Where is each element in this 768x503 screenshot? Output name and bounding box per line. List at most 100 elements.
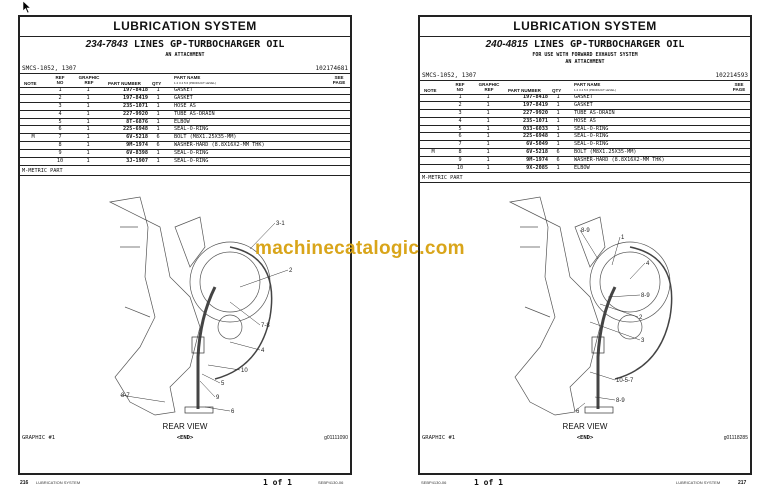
footer-page-number: 216 xyxy=(20,480,29,486)
turbocharger-inner xyxy=(599,251,661,313)
graphic-ref-cell: 1 xyxy=(86,102,90,109)
header-graphic-line1: GRAPHIC xyxy=(78,75,100,80)
group-title: 240-4815 LINES GP-TURBOCHARGER OIL xyxy=(420,39,750,50)
table-row[interactable]: 1 1 197-8418 1 GASKET xyxy=(20,87,350,95)
table-row[interactable]: 7 1 6V-5049 1 SEAL-O-RING xyxy=(420,141,750,150)
table-row[interactable]: 9 1 9M-1974 6 WASHER-HARD (8.8X16X2-MM T… xyxy=(420,157,750,166)
graphic-ref-cell: 1 xyxy=(486,165,490,172)
graphic-ref-cell: 1 xyxy=(486,125,490,132)
qty-cell: 1 xyxy=(556,101,560,108)
table-row[interactable]: 3 1 235-1071 1 HOSE AS xyxy=(20,103,350,111)
ref-no-cell: 3 xyxy=(58,102,62,109)
part-number-cell: 225-6948 xyxy=(123,126,148,133)
table-row[interactable]: 3 1 227-9920 1 TUBE AS-DRAIN xyxy=(420,110,750,118)
smcs-code: SMCS-1052, 1307 xyxy=(22,65,77,72)
table-row[interactable]: M 8 1 6V-5218 6 BOLT (M8X1.25X35-MM) xyxy=(420,149,750,158)
turbocharger-housing xyxy=(589,241,671,323)
graphic-ref-cell: 1 xyxy=(486,101,490,108)
flange xyxy=(184,406,214,414)
table-row[interactable]: 9 1 6V-8398 1 SEAL-O-RING xyxy=(20,150,350,159)
table-row[interactable]: M 7 1 6V-5218 6 BOLT (M8X1.25X35-MM) xyxy=(20,134,350,143)
callout-label: 4 xyxy=(261,348,265,354)
qty-cell: 1 xyxy=(556,94,560,100)
callout-leader xyxy=(119,394,166,403)
table-row[interactable]: 2 1 197-8419 1 GASKET xyxy=(420,102,750,110)
part-name-cell: SEAL-O-RING xyxy=(574,133,609,140)
gear-cover xyxy=(617,314,643,340)
graphic-label: GRAPHIC #1 xyxy=(422,435,456,441)
header-note: NOTE xyxy=(424,88,437,93)
part-number-cell: 6V-5218 xyxy=(126,134,148,141)
table-row[interactable]: 8 1 9M-1974 6 WASHER-HARD (8.8X16X2-MM T… xyxy=(20,142,350,151)
callout-leader xyxy=(229,301,261,326)
engine-detail-lines xyxy=(120,226,151,318)
header-ref-line2: NO xyxy=(56,80,64,85)
callout-label: 5 xyxy=(221,381,225,387)
footer-section: LUBRICATION SYSTEM xyxy=(36,480,81,485)
header-see-line2: PAGE xyxy=(732,87,746,92)
callout-leader xyxy=(229,341,261,351)
divider xyxy=(420,182,750,183)
qty-cell: 1 xyxy=(556,125,560,132)
header-note: NOTE xyxy=(24,81,37,86)
part-number-cell: 235-1071 xyxy=(523,117,548,124)
graphic-ref-cell: 1 xyxy=(486,149,490,156)
qty-cell: 1 xyxy=(156,87,160,93)
qty-cell: 1 xyxy=(556,133,560,140)
graphic-ref-cell: 1 xyxy=(486,133,490,140)
header-graphic-line2: REF xyxy=(484,87,494,92)
qty-cell: 1 xyxy=(156,158,160,165)
ref-no-cell: 1 xyxy=(58,87,62,93)
part-number-cell: 197-8419 xyxy=(123,94,148,101)
graphic-ref-cell: 1 xyxy=(86,94,90,101)
oil-hose xyxy=(214,246,273,380)
table-row[interactable]: 2 1 197-8419 1 GASKET xyxy=(20,95,350,103)
table-row[interactable]: 6 1 225-6948 1 SEAL-O-RING xyxy=(420,133,750,142)
engine-block-outline xyxy=(508,196,601,416)
callout-leader xyxy=(594,396,616,401)
table-row[interactable]: 10 1 9X-2085 1 ELBOW xyxy=(420,165,750,173)
ref-no-cell: 2 xyxy=(58,94,62,101)
hose-spring xyxy=(591,336,605,354)
callout-label: 8-9 xyxy=(616,398,625,404)
table-row[interactable]: 1 1 197-8418 1 GASKET xyxy=(420,94,750,102)
ref-no-cell: 5 xyxy=(58,118,62,125)
table-row[interactable]: 4 1 235-1071 1 HOSE AS xyxy=(420,118,750,126)
qty-cell: 1 xyxy=(156,126,160,133)
callout-label: 1 xyxy=(621,235,625,241)
table-row[interactable]: 5 1 8T-6876 1 ELBOW xyxy=(20,119,350,127)
table-row[interactable]: 10 1 3J-1907 1 SEAL-O-RING xyxy=(20,158,350,166)
callout-label: 8-9 xyxy=(641,293,650,299)
footer-section: LUBRICATION SYSTEM xyxy=(676,480,721,485)
ref-no-cell: 10 xyxy=(456,165,464,172)
part-number-cell: 197-8419 xyxy=(523,101,548,108)
part-name-cell: HOSE AS xyxy=(574,117,596,124)
graphic-ref-cell: 1 xyxy=(86,134,90,141)
footer-page-number: 217 xyxy=(738,480,747,486)
table-row[interactable]: 6 1 225-6948 1 SEAL-O-RING xyxy=(20,126,350,135)
callout-leader xyxy=(579,229,599,260)
part-name-cell: TUBE AS-DRAIN xyxy=(174,110,215,117)
document-id: 102174681 xyxy=(315,65,348,72)
qty-cell: 1 xyxy=(556,117,560,124)
callout-label: 8-9 xyxy=(581,228,590,234)
graphic-ref-cell: 1 xyxy=(486,94,490,100)
table-row[interactable]: 5 1 033-6033 1 SEAL-O-RING xyxy=(420,126,750,134)
graphic-ref-cell: 1 xyxy=(86,150,90,157)
part-number-cell: 033-6033 xyxy=(523,125,548,132)
graphic-ref-cell: 1 xyxy=(86,126,90,133)
qty-cell: 1 xyxy=(556,141,560,148)
qty-cell: 6 xyxy=(156,134,160,141)
header-graphic-line1: GRAPHIC xyxy=(478,82,500,87)
ref-no-cell: 10 xyxy=(56,158,64,165)
callout-label: 8-7 xyxy=(121,393,130,399)
smcs-code: SMCS-1052, 1307 xyxy=(422,72,477,79)
metric-note: M-METRIC PART xyxy=(422,175,463,181)
callout-leader xyxy=(611,236,621,266)
table-row[interactable]: 4 1 227-9920 1 TUBE AS-DRAIN xyxy=(20,111,350,119)
